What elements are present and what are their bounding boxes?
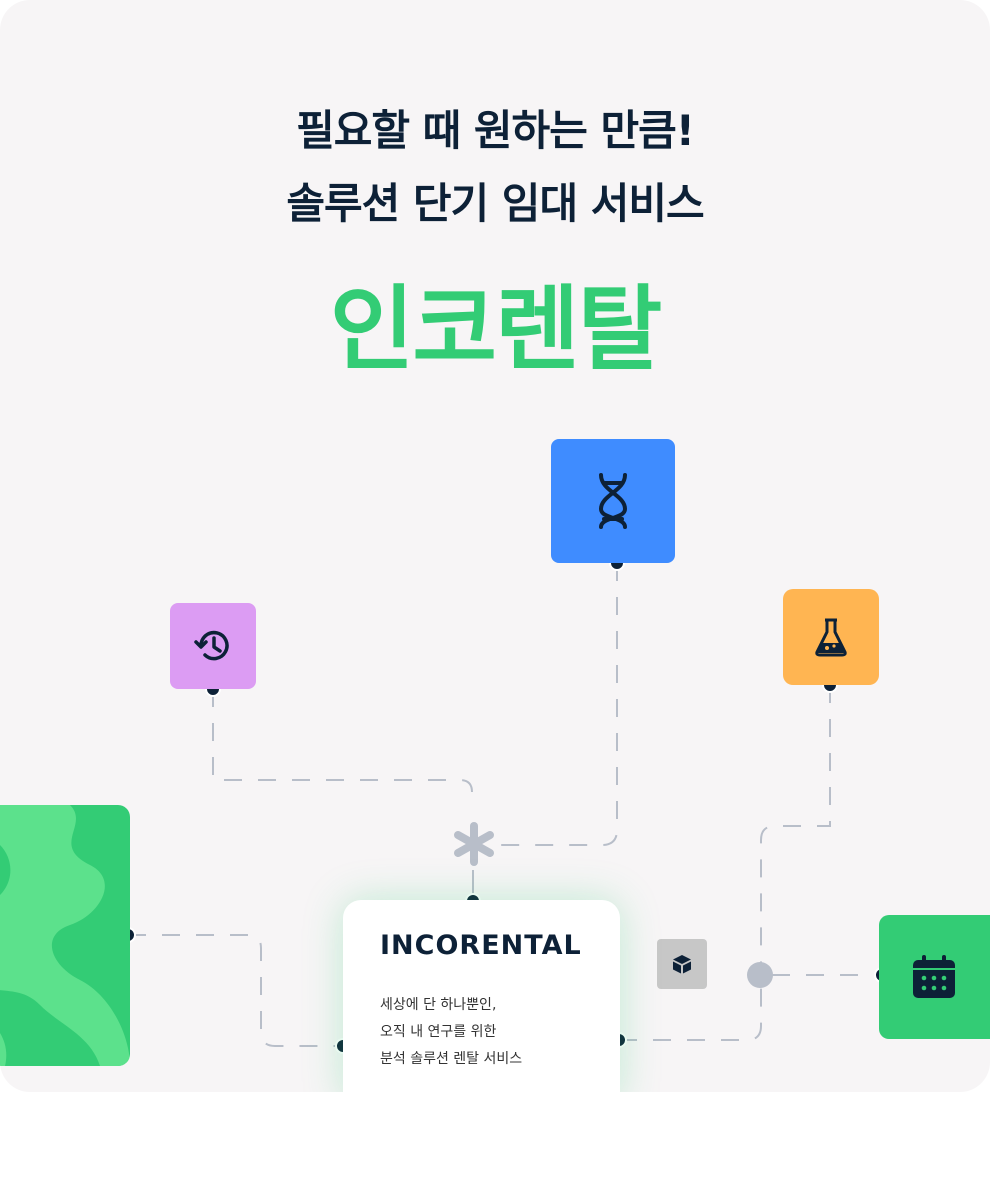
calendar-tile: [879, 915, 990, 1039]
incorental-card: INCORENTAL 세상에 단 하나뿐인, 오직 내 연구를 위한 분석 솔루…: [343, 900, 620, 1092]
calendar-icon: [913, 955, 955, 998]
dna-icon: [598, 473, 628, 529]
history-tile: [170, 603, 256, 689]
wave-pattern-icon: [0, 805, 130, 1066]
brand-title: 인코렌탈: [329, 276, 663, 383]
history-icon: [194, 630, 229, 661]
card-desc-line-1: 세상에 단 하나뿐인,: [380, 997, 497, 1013]
cube-icon: [673, 955, 691, 974]
decorative-pattern-tile: [0, 805, 130, 1066]
asterisk-icon: [454, 822, 494, 866]
card-desc-line-2: 오직 내 연구를 위한: [380, 1024, 497, 1040]
dna-tile: [551, 439, 675, 563]
hero-panel: 필요할 때 원하는 만큼! 솔루션 단기 임대 서비스 인코렌탈: [0, 106, 990, 1092]
card-desc-line-3: 분석 솔루션 렌탈 서비스: [380, 1051, 523, 1067]
cube-tile: [657, 939, 707, 989]
incorental-logo: INCORENTAL: [380, 930, 582, 961]
junction-node: [747, 962, 773, 988]
flask-tile: [783, 589, 879, 685]
headline-line-2: 솔루션 단기 임대 서비스: [286, 179, 704, 228]
flask-icon: [815, 618, 847, 657]
headline-line-1: 필요할 때 원하는 만큼!: [296, 106, 695, 155]
